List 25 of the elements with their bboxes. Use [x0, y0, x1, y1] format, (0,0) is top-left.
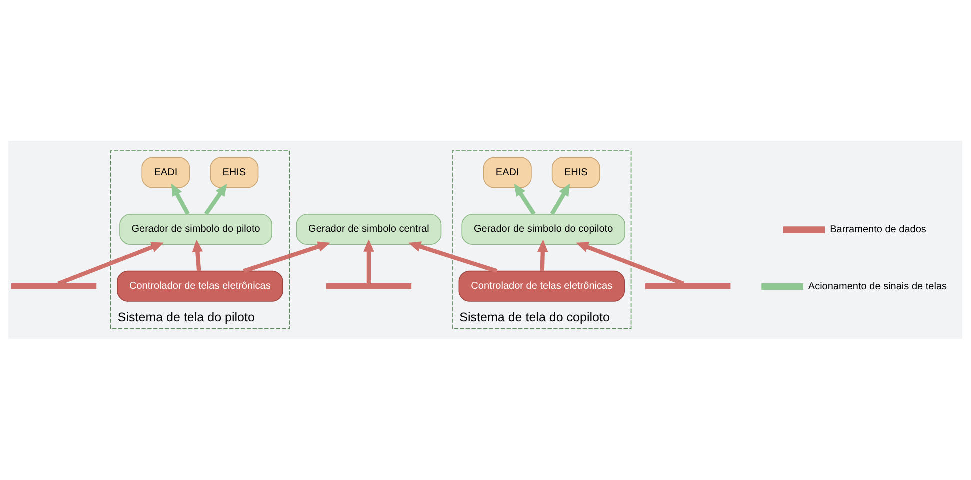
node-box: Gerador de simbolo do copiloto — [462, 214, 626, 246]
arrow — [192, 240, 204, 272]
node-box: Gerador de simbolo central — [296, 214, 442, 246]
node-box: EADI — [142, 157, 190, 188]
node-box: Controlador de telas eletrônicas — [458, 270, 626, 302]
node-box: EHIS — [210, 157, 259, 188]
node-bar — [11, 283, 97, 290]
legend-label: Barramento de dados — [830, 224, 926, 236]
node-box: EADI — [483, 157, 532, 188]
arrow — [243, 242, 330, 274]
arrow — [408, 242, 498, 274]
arrow — [550, 184, 570, 216]
arrow — [171, 184, 190, 216]
arrow — [576, 242, 684, 286]
arrow — [204, 184, 228, 216]
legend-label: Acionamento de sinais de telas — [808, 281, 948, 292]
node-box: EHIS — [552, 157, 600, 188]
node-bar — [645, 283, 731, 290]
node-box: Controlador de telas eletrônicas — [117, 270, 284, 302]
arrow — [514, 184, 536, 216]
arrow — [538, 240, 548, 272]
arrow — [364, 240, 374, 284]
node-bar — [326, 283, 412, 290]
node-box: Gerador de simbolo do piloto — [120, 214, 272, 246]
arrow — [58, 242, 164, 286]
